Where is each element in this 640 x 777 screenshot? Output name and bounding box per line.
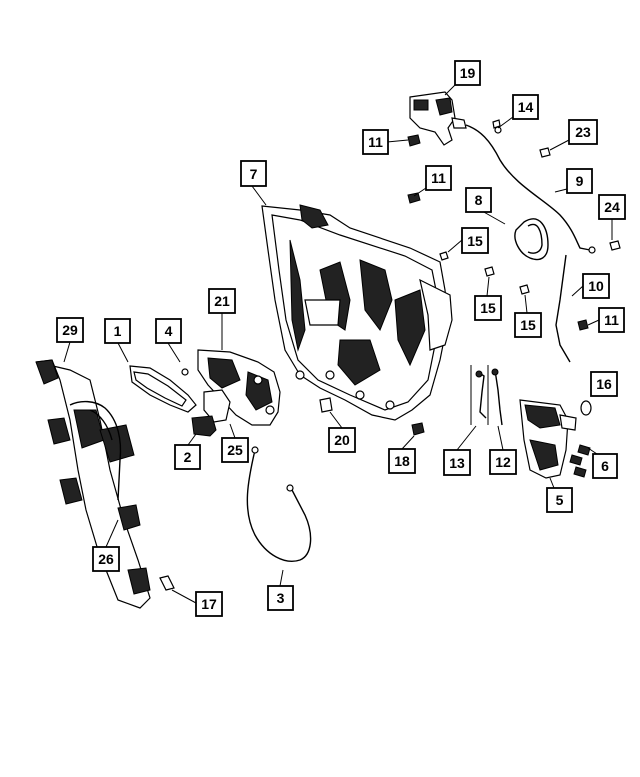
callout-9: 9 — [566, 168, 593, 194]
retainer-clip — [319, 397, 333, 413]
inside-handle-cable — [465, 124, 591, 251]
handle-bezel — [203, 389, 231, 423]
callout-12: 12 — [489, 449, 517, 475]
svg-text:24: 24 — [604, 199, 620, 215]
svg-text:18: 18 — [394, 453, 410, 469]
callout-26: 26 — [92, 546, 120, 572]
loop-cable — [514, 218, 549, 261]
callout-29: 29 — [56, 317, 84, 343]
svg-text:17: 17 — [201, 596, 217, 612]
svg-text:11: 11 — [431, 170, 446, 186]
callout-25: 25 — [221, 437, 249, 463]
svg-text:19: 19 — [460, 65, 476, 81]
callout-6: 6 — [592, 453, 618, 479]
svg-text:11: 11 — [368, 134, 383, 150]
callout-19: 19 — [454, 60, 481, 86]
callout-15: 15 — [514, 312, 542, 338]
callout-23: 23 — [568, 119, 598, 145]
svg-text:5: 5 — [556, 492, 564, 508]
svg-text:25: 25 — [227, 442, 243, 458]
callout-10: 10 — [582, 273, 610, 299]
handle-cap — [191, 415, 217, 437]
outside-handle — [129, 365, 197, 413]
latch-screws — [569, 444, 591, 478]
callout-20: 20 — [328, 427, 356, 453]
svg-text:21: 21 — [214, 293, 230, 309]
outside-handle-cable — [246, 449, 312, 562]
svg-text:15: 15 — [480, 300, 496, 316]
svg-text:8: 8 — [475, 192, 483, 208]
svg-text:16: 16 — [596, 376, 612, 392]
svg-text:14: 14 — [518, 99, 534, 115]
svg-text:6: 6 — [601, 458, 609, 474]
callout-7: 7 — [240, 160, 267, 187]
svg-text:2: 2 — [184, 449, 192, 465]
link-rod — [555, 254, 571, 363]
door-latch — [519, 399, 577, 479]
callout-11: 11 — [425, 165, 452, 191]
window-regulator — [35, 359, 151, 609]
svg-text:11: 11 — [604, 312, 619, 328]
callout-5: 5 — [546, 487, 573, 513]
svg-text:12: 12 — [495, 454, 511, 470]
callout-15: 15 — [474, 295, 502, 321]
callout-4: 4 — [155, 318, 182, 344]
regulator-pin — [159, 575, 175, 591]
callout-13: 13 — [443, 449, 471, 476]
callout-15: 15 — [461, 227, 489, 254]
svg-text:3: 3 — [277, 590, 285, 606]
svg-text:9: 9 — [576, 173, 584, 189]
callout-1: 1 — [104, 318, 131, 344]
callout-24: 24 — [598, 194, 626, 220]
door-module-panel — [261, 204, 453, 421]
leader-lines — [63, 84, 613, 604]
svg-text:20: 20 — [334, 432, 350, 448]
svg-text:15: 15 — [520, 317, 536, 333]
svg-text:10: 10 — [588, 278, 604, 294]
svg-text:26: 26 — [98, 551, 114, 567]
svg-text:29: 29 — [62, 322, 78, 338]
cable-end — [588, 246, 596, 254]
callout-17: 17 — [195, 591, 223, 617]
callout-11: 11 — [362, 129, 389, 155]
callout-16: 16 — [590, 371, 618, 397]
callout-18: 18 — [388, 448, 416, 474]
handle-bracket — [197, 349, 281, 426]
callout-8: 8 — [465, 187, 492, 213]
svg-text:4: 4 — [165, 323, 173, 339]
svg-text:1: 1 — [114, 323, 122, 339]
callout-14: 14 — [512, 94, 539, 120]
svg-text:7: 7 — [250, 166, 258, 182]
svg-text:23: 23 — [575, 124, 591, 140]
callout-2: 2 — [174, 444, 201, 470]
callout-21: 21 — [208, 288, 236, 314]
svg-text:15: 15 — [467, 233, 483, 249]
latch-rod-set — [470, 365, 503, 426]
callout-11: 11 — [598, 307, 625, 333]
svg-text:13: 13 — [449, 455, 465, 471]
actuator-bracket — [409, 91, 467, 146]
seal-ring — [580, 400, 592, 416]
callout-3: 3 — [267, 585, 294, 611]
